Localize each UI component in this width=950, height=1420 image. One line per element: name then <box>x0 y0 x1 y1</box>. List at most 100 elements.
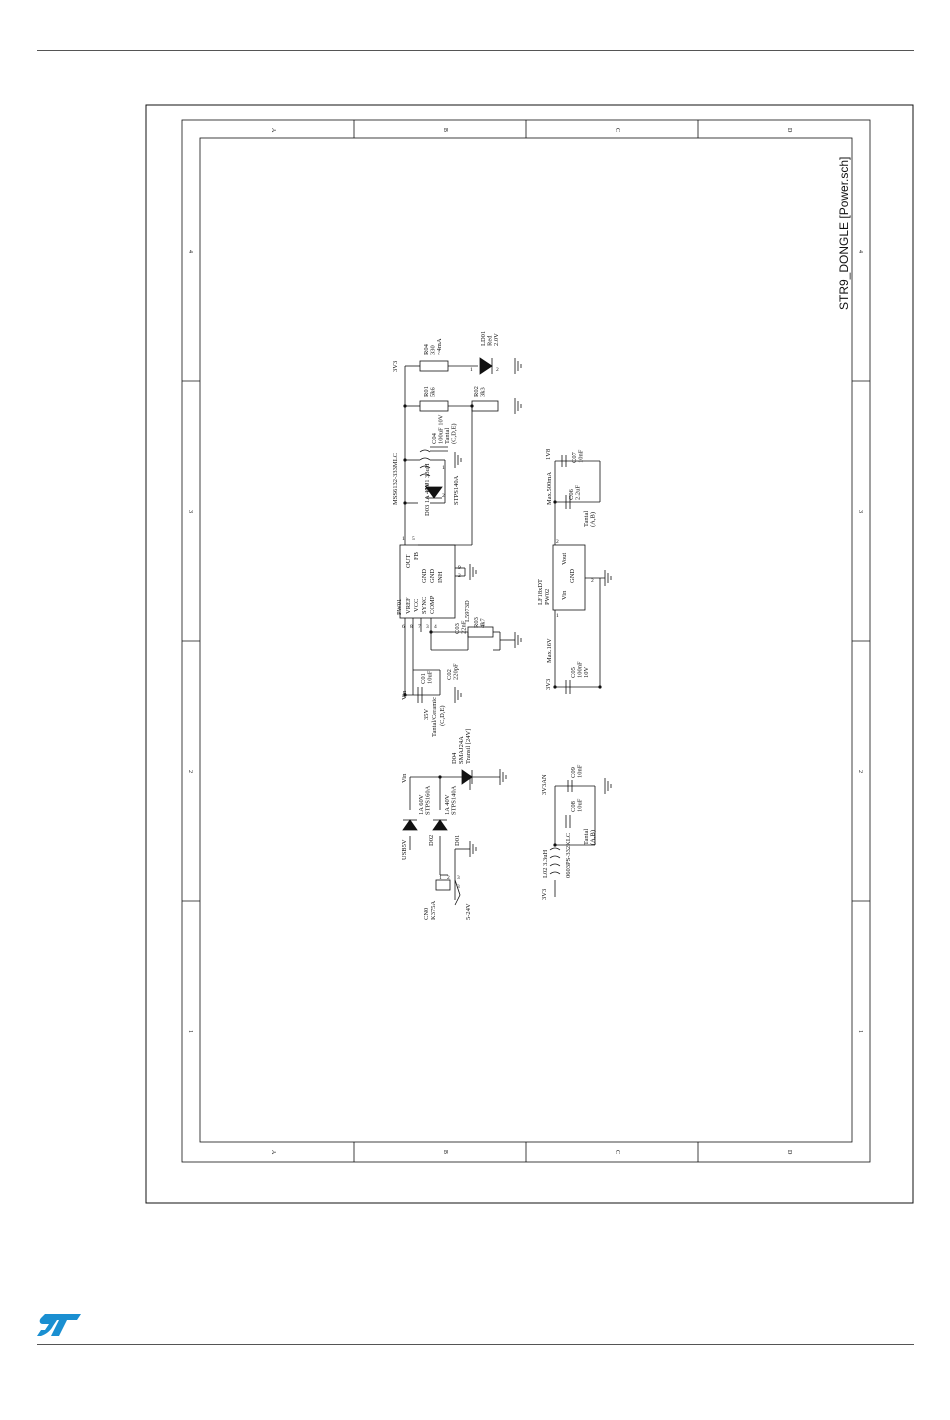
zone-letter-bottom: C <box>614 1150 620 1154</box>
svg-text:8: 8 <box>410 624 413 630</box>
page-frame <box>145 104 914 1204</box>
svg-text:2: 2 <box>438 823 441 829</box>
label-d03: D03 1A 40V <box>424 482 431 516</box>
pin-numbers: 6 8 7 3 4 1 5 9 2 1 2 3 1 3 2 2 1 2 2 1 … <box>402 367 594 890</box>
zone-dividers <box>182 120 870 1162</box>
svg-text:GND: GND <box>569 569 576 583</box>
svg-text:1: 1 <box>408 823 411 829</box>
svg-text:5: 5 <box>412 536 415 542</box>
svg-text:OUT: OUT <box>405 555 412 568</box>
inner-border <box>199 137 853 1143</box>
ground-symbols <box>454 358 612 857</box>
label-c09: C0910nF <box>570 764 584 778</box>
zone-number-right: 2 <box>857 770 863 773</box>
label-c06-type: Tantal(A,B) <box>583 511 597 527</box>
svg-text:SYNC: SYNC <box>421 597 428 614</box>
st-logo-icon <box>37 1314 81 1336</box>
note-max-500ma: Max.500mA <box>546 472 553 505</box>
label-r01: R015k6 <box>423 386 437 397</box>
svg-text:4: 4 <box>434 624 437 630</box>
label-l02: L02 3.3uH <box>542 850 549 878</box>
svg-text:COMP: COMP <box>429 595 436 614</box>
label-c07: C0710nF <box>571 449 585 463</box>
zone-number-left: 2 <box>187 770 193 773</box>
net-3v3-ldo: 3V3 <box>545 679 552 690</box>
net-vin: Vin <box>401 690 408 700</box>
svg-text:1: 1 <box>470 367 473 373</box>
diode-symbols <box>402 357 493 831</box>
net-3v3an: 3V3AN <box>541 774 548 795</box>
svg-text:2: 2 <box>591 578 594 584</box>
svg-text:3: 3 <box>457 875 460 881</box>
net-3v3-filter: 3V3 <box>541 889 548 900</box>
svg-text:2: 2 <box>458 573 461 579</box>
svg-text:2: 2 <box>496 367 499 373</box>
label-d03-part: STPS140A <box>453 475 460 505</box>
svg-text:1: 1 <box>442 465 445 471</box>
net-1v8: 1V8 <box>545 449 552 460</box>
label-l02-part: 0603PS-332KLC <box>565 833 572 878</box>
net-vin-input: Vin <box>401 773 408 783</box>
svg-text:2: 2 <box>447 875 450 881</box>
label-c01: C0110uF <box>420 670 434 684</box>
svg-text:2: 2 <box>556 539 559 545</box>
zone-number-right: 4 <box>857 250 863 253</box>
label-c06: C062.2uF <box>568 485 582 500</box>
label-l01-value: L01 33uH <box>424 463 431 490</box>
label-pw02: LF18xDTPW02 <box>537 579 551 605</box>
zone-letter-bottom: B <box>442 1150 448 1154</box>
net-usb5v: USB5V <box>401 839 408 860</box>
label-pw01: PW01 <box>396 599 403 615</box>
note-max-16v: Max.16V <box>546 638 553 663</box>
svg-text:Vout: Vout <box>561 553 568 565</box>
footer-rule <box>37 1344 914 1345</box>
svg-text:1: 1 <box>556 613 559 619</box>
header-rule <box>37 50 914 51</box>
sheet-title: STR9_DONGLE [Power.sch] <box>837 157 851 310</box>
zone-number-right: 3 <box>857 510 863 513</box>
svg-text:6: 6 <box>402 624 405 630</box>
component-symbols <box>399 360 586 906</box>
label-d04: D04SMAJ24ATransil [24V] <box>451 729 472 764</box>
svg-text:7: 7 <box>418 624 421 630</box>
zone-letter-bottom: D <box>786 1150 792 1155</box>
wires <box>404 365 605 900</box>
svg-text:FB: FB <box>413 551 420 560</box>
component-labels: R04330~4mA LD01Red2.0V R015k6 R023k3 C04… <box>392 331 597 920</box>
label-c03: C0322nF <box>454 620 468 634</box>
svg-text:3: 3 <box>457 884 460 890</box>
svg-text:GND: GND <box>421 569 428 583</box>
svg-text:D02: D02 <box>428 835 435 846</box>
label-d01: 1A 40VSTPS140A <box>444 785 458 815</box>
net-3v3: 3V3 <box>392 361 399 372</box>
label-cn0-range: 5-24V <box>465 903 472 920</box>
label-r04: R04330~4mA <box>423 338 443 355</box>
svg-text:INH: INH <box>437 571 444 583</box>
zone-letter-top: D <box>786 128 792 133</box>
svg-text:9: 9 <box>458 565 461 571</box>
label-c05: C05100nF10V <box>570 661 590 678</box>
svg-text:VREF: VREF <box>405 597 412 614</box>
svg-text:VCC: VCC <box>413 599 420 612</box>
label-r03: R034k7 <box>473 617 487 628</box>
zone-number-left: 1 <box>187 1030 193 1033</box>
svg-text:Vin: Vin <box>561 590 568 600</box>
label-cn0: CN0K375A <box>423 901 437 920</box>
svg-text:2: 2 <box>442 493 445 499</box>
net-labels: 3V3 Vin USB5V 1V8 3V3 3V3AN 3V3 Max.500m… <box>392 361 553 900</box>
svg-text:1: 1 <box>402 536 405 542</box>
zone-letter-top: B <box>442 128 448 132</box>
label-l01: MSS6132-333MLC <box>392 453 399 505</box>
zone-number-left: 3 <box>187 510 193 513</box>
zone-letter-bottom: A <box>270 1150 276 1155</box>
label-c04: C04100uF 10VTantal(C,D,E) <box>431 414 458 444</box>
label-r02: R023k3 <box>473 386 487 397</box>
label-l5973d: L5973D <box>464 600 471 622</box>
zone-number-left: 4 <box>187 250 193 253</box>
label-d02: 1A 60VSTPS160A <box>418 785 432 815</box>
svg-text:3: 3 <box>426 624 429 630</box>
svg-text:GND: GND <box>429 569 436 583</box>
zone-letter-top: C <box>614 128 620 132</box>
label-c08-type: Tantal(A,B) <box>583 829 597 845</box>
